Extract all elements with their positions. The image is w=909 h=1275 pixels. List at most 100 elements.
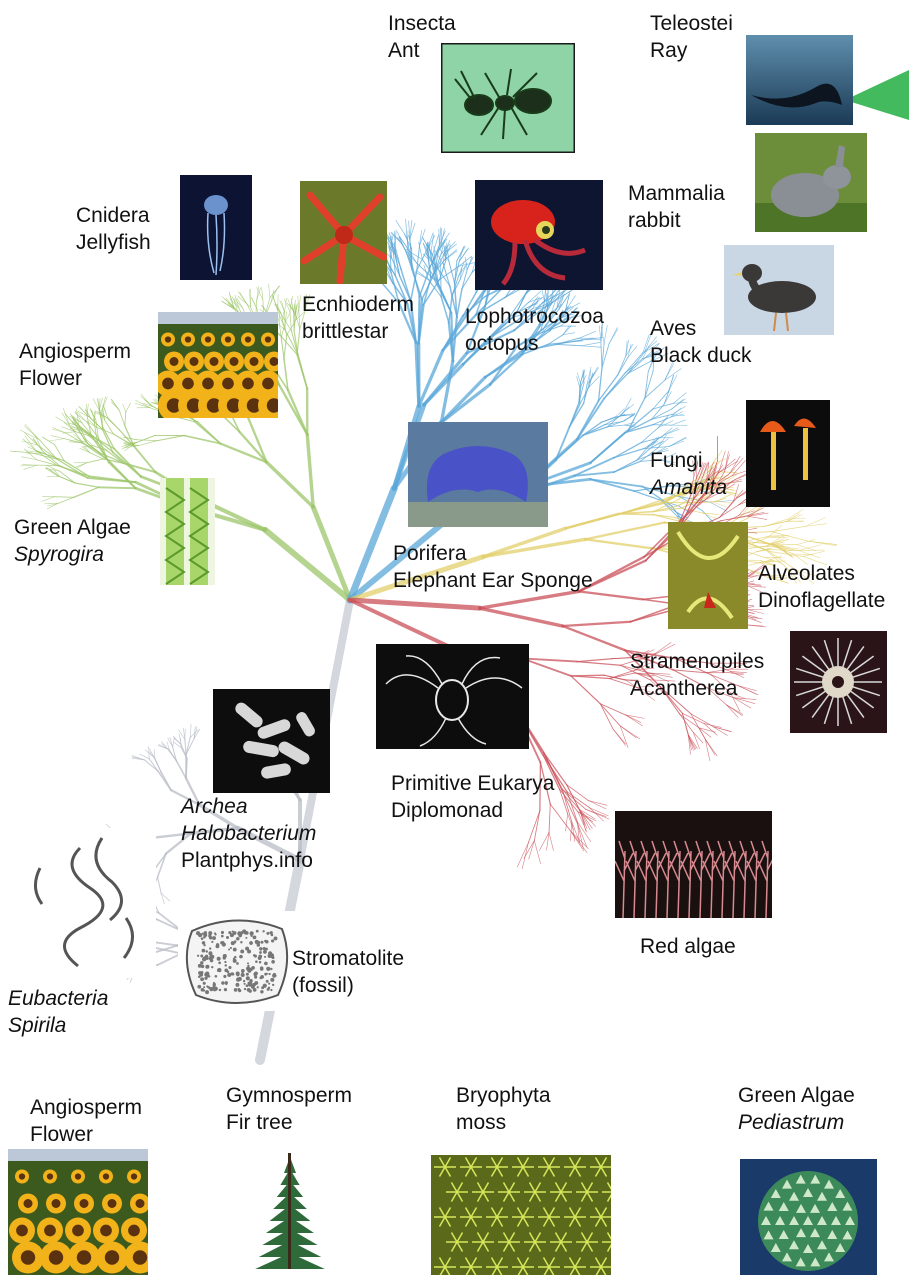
branch-segment (50, 439, 64, 441)
branch-segment (41, 497, 54, 502)
texture-dot (225, 983, 227, 985)
branch-segment (620, 726, 628, 747)
texture-dot (270, 989, 272, 991)
branch-segment (580, 373, 584, 384)
sunflower-center (72, 1225, 84, 1237)
branch-segment (614, 461, 640, 472)
sunflower-center (49, 1250, 63, 1264)
texture-dot (255, 940, 259, 944)
branch-segment (55, 497, 74, 498)
texture-dot (200, 961, 203, 964)
branch-segment (624, 422, 634, 425)
texture-dot (213, 989, 216, 992)
label-aves: AvesBlack duck (650, 315, 752, 369)
sunflower-center (265, 336, 271, 342)
texture-dot (253, 983, 256, 986)
texture-dot (221, 981, 224, 984)
branch-segment (571, 675, 604, 676)
label-alveolates: AlveolatesDinoflagellate (758, 560, 885, 614)
branch-segment (186, 739, 194, 755)
texture-dot (258, 955, 262, 959)
texture-dot (209, 955, 213, 959)
texture-dot (209, 947, 211, 949)
label-green-algae-bottom: Green AlgaePediastrum (738, 1082, 855, 1136)
texture-dot (214, 932, 216, 934)
texture-dot (198, 975, 201, 978)
label-stromatolite: Stromatolite(fossil) (292, 945, 404, 999)
branch-segment (567, 792, 590, 808)
texture-dot (267, 988, 270, 991)
branch-segment (180, 738, 181, 748)
branch-segment (623, 398, 631, 412)
texture-dot (211, 966, 213, 968)
texture-dot (241, 972, 243, 974)
texture-dot (270, 955, 273, 958)
texture-dot (262, 930, 264, 932)
branch-segment (269, 284, 270, 298)
texture-dot (250, 935, 252, 937)
branch-segment (729, 458, 743, 474)
texture-dot (197, 955, 199, 957)
branch-segment (618, 356, 626, 375)
brittlestar-icon (300, 181, 387, 284)
branch-segment (645, 372, 648, 399)
branch-segment (139, 441, 158, 446)
texture-dot (202, 957, 206, 961)
texture-dot (247, 962, 249, 964)
texture-dot (264, 956, 266, 958)
texture-dot (233, 958, 235, 960)
branch-segment (577, 373, 581, 385)
branch-segment (158, 854, 166, 878)
texture-dot (239, 955, 243, 959)
branch-segment (457, 289, 462, 317)
moss-icon (431, 1155, 611, 1275)
branch-segment (238, 296, 251, 307)
branch-segment (298, 355, 307, 389)
green-arrow-shape (845, 70, 909, 120)
sunflower-center (185, 336, 191, 342)
sunflower-field-icon (8, 1149, 148, 1275)
texture-dot (223, 975, 226, 978)
branch-segment (628, 352, 645, 373)
texture-dot (245, 947, 249, 951)
branch-segment (609, 329, 618, 343)
label-stramenopiles: StramenopilesAcantherea (630, 648, 764, 702)
branch-segment (585, 539, 655, 548)
texture-dot (197, 985, 201, 989)
branch-segment (604, 325, 607, 343)
sunflower-center (131, 1173, 137, 1179)
branch-segment (727, 705, 743, 714)
texture-dot (203, 982, 206, 985)
sunflower-center (103, 1173, 109, 1179)
branch-segment (56, 417, 70, 425)
branch-segment (47, 503, 58, 508)
texture-dot (204, 934, 207, 937)
texture-dot (255, 960, 258, 963)
texture-dot (216, 943, 219, 946)
texture-dot (221, 931, 224, 934)
texture-dot (224, 988, 227, 991)
sunflower-center (108, 1199, 117, 1208)
sunflower-center (128, 1225, 140, 1237)
texture-dot (261, 986, 264, 989)
branch-segment (78, 463, 87, 468)
texture-dot (232, 973, 235, 976)
branch-segment (57, 459, 87, 478)
texture-dot (217, 969, 220, 972)
texture-dot (253, 988, 257, 992)
branch-segment (21, 457, 36, 460)
branch-segment (406, 219, 407, 238)
texture-dot (208, 934, 211, 937)
sunflower-center (105, 1250, 119, 1264)
acantharea-icon (790, 631, 887, 733)
texture-dot (260, 967, 264, 971)
texture-dot (203, 944, 205, 946)
texture-dot (260, 990, 263, 993)
texture-dot (254, 975, 257, 978)
branch-segment (672, 420, 685, 425)
texture-dot (268, 983, 270, 985)
label-mammalia: Mammaliarabbit (628, 180, 725, 234)
branch-segment (588, 801, 607, 806)
branch-segment (125, 412, 126, 426)
texture-dot (270, 968, 272, 970)
